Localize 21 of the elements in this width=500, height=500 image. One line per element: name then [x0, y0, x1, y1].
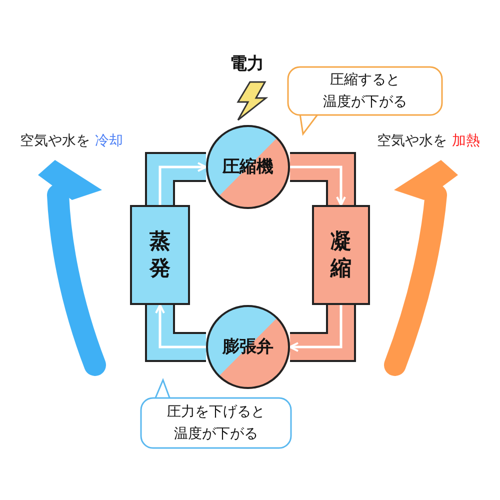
label: 加熱	[452, 132, 480, 150]
pipe-arrow	[145, 152, 207, 205]
speech-bubble	[140, 397, 292, 449]
callout-text: 圧力を下げると	[167, 402, 265, 422]
component-label: 膨張弁	[222, 338, 274, 356]
component-label: 凝縮	[330, 228, 352, 282]
component-label: 蒸発	[150, 228, 170, 282]
heat-exchanger-bar	[130, 205, 190, 305]
heat-exchanger-bar	[312, 205, 370, 305]
callout-text: 圧縮すると	[330, 70, 400, 90]
label: 空気や水を	[20, 132, 90, 150]
power-label: 電力	[230, 53, 264, 75]
label: 空気や水を	[377, 132, 447, 150]
pipe-arrow	[290, 152, 356, 206]
callout-text: 温度が下がる	[323, 93, 407, 112]
speech-bubble	[287, 66, 443, 116]
pipe-arrow	[289, 305, 356, 362]
component-label: 圧縮機	[222, 158, 274, 176]
label: 冷却	[95, 132, 123, 150]
pipe-arrow	[145, 304, 206, 362]
callout-text: 温度が下がる	[174, 425, 258, 444]
